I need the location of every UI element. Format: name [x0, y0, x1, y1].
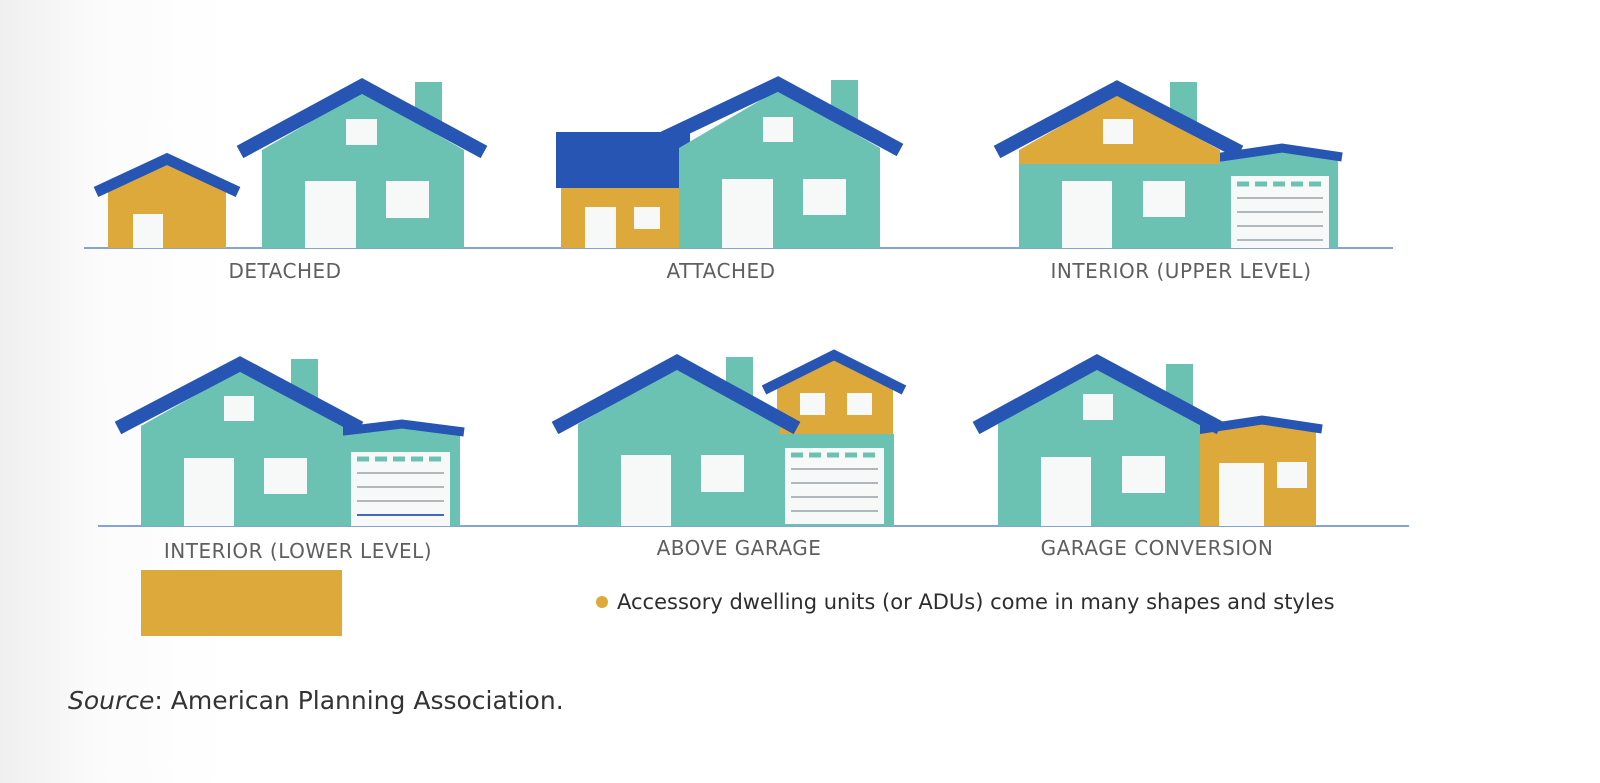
- caption-above-garage: ABOVE GARAGE: [656, 536, 822, 560]
- adu-color-swatch: [141, 570, 342, 636]
- caption-detached: DETACHED: [228, 259, 342, 283]
- caption-attached: ATTACHED: [666, 259, 776, 283]
- source-note: Source: American Planning Association.: [68, 686, 564, 715]
- source-text: : American Planning Association.: [154, 686, 564, 715]
- caption-garage-conversion: GARAGE CONVERSION: [1040, 536, 1274, 560]
- interior-lower-adu-house-illustration: [114, 356, 465, 526]
- caption-interior-lower: INTERIOR (LOWER LEVEL): [163, 539, 433, 563]
- yellow-dot-icon: [596, 596, 608, 608]
- attached-adu-house-illustration: [556, 76, 904, 248]
- source-label: Source: [68, 686, 155, 715]
- detached-adu-house-illustration: [93, 78, 488, 248]
- caption-interior-upper: INTERIOR (UPPER LEVEL): [1050, 259, 1312, 283]
- above-garage-adu-house-illustration: [551, 349, 907, 526]
- interior-upper-adu-house-illustration: [993, 80, 1343, 248]
- garage-conversion-adu-house-illustration: [972, 354, 1323, 526]
- legend: Accessory dwelling units (or ADUs) come …: [596, 590, 1335, 614]
- legend-text: Accessory dwelling units (or ADUs) come …: [617, 590, 1335, 614]
